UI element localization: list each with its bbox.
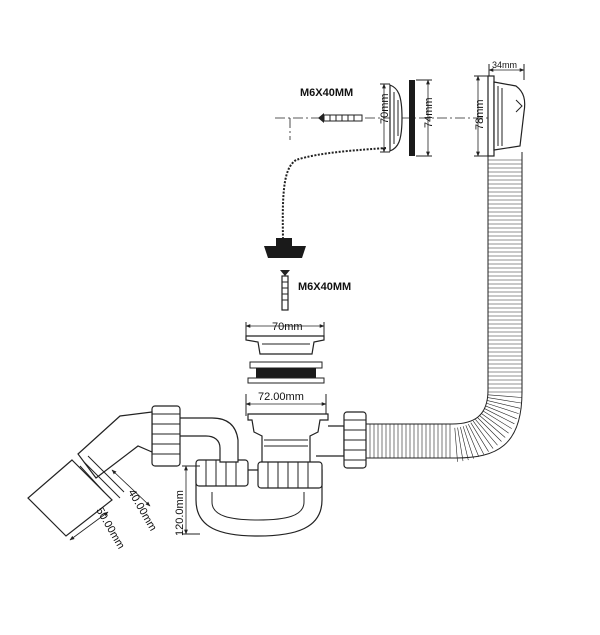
flexible-hose (360, 152, 523, 462)
waste-body (247, 413, 345, 471)
overflow-78-label: 78mm (474, 99, 486, 130)
bottle-trap (195, 459, 323, 537)
overflow-head (487, 75, 526, 157)
outlet-50-label: 50.00mm (93, 506, 126, 552)
flange-70-label: 70mm (379, 93, 391, 124)
waste-screw (280, 270, 290, 311)
hose-nut (343, 411, 367, 469)
waste-72-label: 72.00mm (258, 391, 304, 403)
overflow-flange (389, 84, 403, 152)
screw-top-label: M6X40MM (300, 87, 353, 99)
overflow-gasket (409, 80, 415, 156)
dim-outlet-50 (69, 511, 109, 541)
outlet-elbow (151, 405, 239, 467)
strainer-cup (245, 335, 325, 355)
bath-plug (264, 238, 306, 258)
plug-chain (281, 147, 387, 239)
overflow-34-label: 34mm (492, 60, 517, 70)
rubber-washer (247, 361, 325, 384)
trap-120-label: 120.0mm (174, 490, 186, 536)
strainer-70-label: 70mm (272, 321, 303, 333)
screw-mid-label: M6X40MM (298, 281, 351, 293)
dim-outlet-40 (111, 469, 151, 507)
angled-outlet (27, 411, 153, 537)
overflow-screw (318, 113, 363, 123)
plate-74-label: 74mm (423, 97, 435, 128)
outlet-40-label: 40.00mm (125, 488, 158, 534)
